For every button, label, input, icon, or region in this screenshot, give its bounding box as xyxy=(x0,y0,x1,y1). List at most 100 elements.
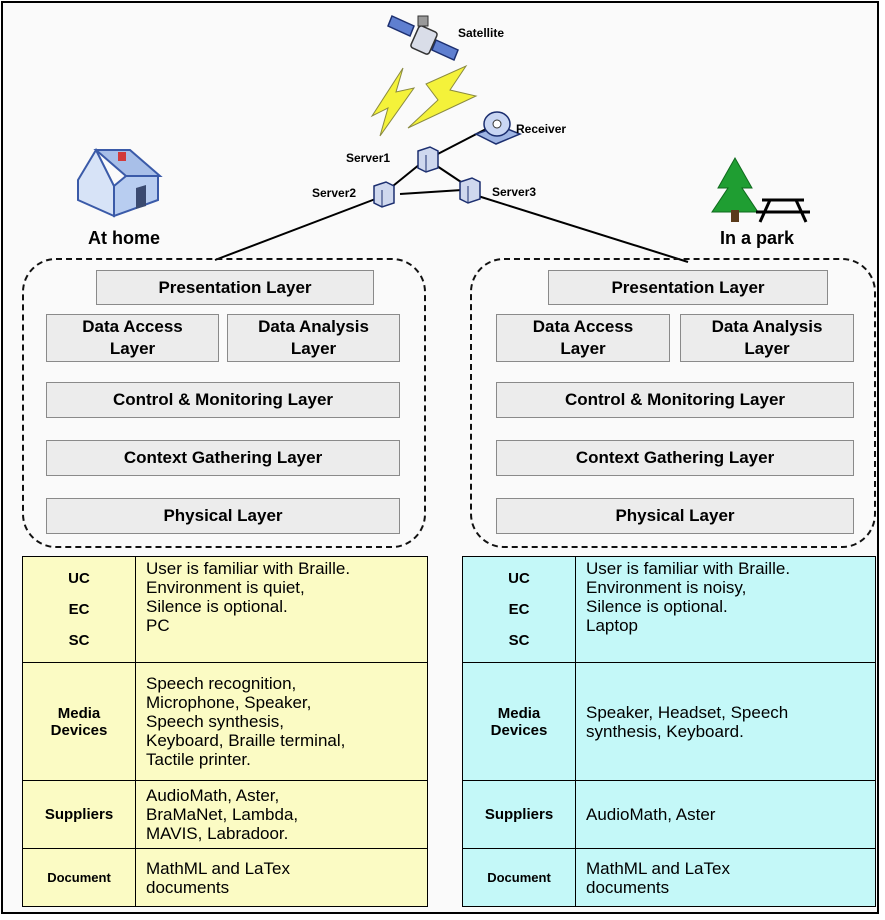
home-media-line: Tactile printer. xyxy=(146,750,251,769)
home-suppliers-values: AudioMath, Aster, BraMaNet, Lambda, MAVI… xyxy=(135,780,428,849)
park-document-values: MathML and LaTex documents xyxy=(575,848,876,907)
park-document-line: MathML and LaTex xyxy=(586,858,730,878)
link-server2-server3 xyxy=(399,189,463,195)
tree-icon xyxy=(711,156,759,222)
home-key-uc: UC xyxy=(68,570,90,587)
home-key-ec: EC xyxy=(68,601,90,618)
park-media-values: Speaker, Headset, Speech synthesis, Keyb… xyxy=(575,662,876,781)
home-document-line: documents xyxy=(146,877,230,897)
park-key-uc: UC xyxy=(508,570,530,587)
park-media-key-line1: Media xyxy=(497,704,541,722)
park-media-row: Media Devices Speaker, Headset, Speech s… xyxy=(462,662,876,781)
park-suppliers-key: Suppliers xyxy=(462,780,576,849)
receiver-label: Receiver xyxy=(516,122,567,136)
home-media-values: Speech recognition, Microphone, Speaker,… xyxy=(135,662,428,781)
place-home-label: At home xyxy=(88,228,160,248)
park-document-key: Document xyxy=(462,848,576,907)
home-physical-layer: Physical Layer xyxy=(46,498,400,534)
park-suppliers-line: AudioMath, Aster xyxy=(586,805,716,824)
home-context-line: Silence is optional. xyxy=(146,597,288,616)
park-suppliers-values: AudioMath, Aster xyxy=(575,780,876,849)
home-context-row: UC EC SC User is familiar with Braille. … xyxy=(22,556,428,663)
server-icon xyxy=(417,146,439,173)
park-data-analysis-line1: Data Analysis xyxy=(711,317,823,336)
home-media-line: Speech recognition, xyxy=(146,674,297,693)
park-document-row: Document MathML and LaTex documents xyxy=(462,848,876,907)
home-document-key: Document xyxy=(22,848,136,907)
home-suppliers-line: MAVIS, Labradoor. xyxy=(146,824,289,843)
park-context-layer: Context Gathering Layer xyxy=(496,440,854,476)
satellite-icon xyxy=(387,14,459,62)
home-media-line: Speech synthesis, xyxy=(146,712,284,731)
park-presentation-layer: Presentation Layer xyxy=(548,270,828,305)
home-suppliers-key: Suppliers xyxy=(22,780,136,849)
picnic-table-icon xyxy=(756,198,810,223)
park-context-keys: UC EC SC xyxy=(462,556,576,663)
home-context-values: User is familiar with Braille. Environme… xyxy=(135,556,428,663)
home-media-line: Microphone, Speaker, xyxy=(146,693,312,712)
home-data-access-line1: Data Access xyxy=(82,317,183,336)
place-park-label: In a park xyxy=(720,228,795,248)
home-suppliers-row: Suppliers AudioMath, Aster, BraMaNet, La… xyxy=(22,780,428,849)
home-document-values: MathML and LaTex documents xyxy=(135,848,428,907)
home-context-keys: UC EC SC xyxy=(22,556,136,663)
server-icon xyxy=(459,177,481,204)
park-media-line: synthesis, Keyboard. xyxy=(586,721,744,741)
server2-label: Server2 xyxy=(312,186,357,200)
home-context-line: Environment is quiet, xyxy=(146,578,305,597)
park-data-access-layer: Data Access Layer xyxy=(496,314,670,362)
link-server3-park xyxy=(477,195,689,263)
park-media-line: Speaker, Headset, Speech xyxy=(586,702,789,722)
home-context-line: User is familiar with Braille. xyxy=(146,559,351,578)
home-key-sc: SC xyxy=(68,632,90,649)
park-media-key: Media Devices xyxy=(462,662,576,781)
home-data-analysis-line1: Data Analysis xyxy=(258,317,369,336)
park-key-ec: EC xyxy=(508,601,530,618)
park-physical-layer: Physical Layer xyxy=(496,498,854,534)
server1-label: Server1 xyxy=(346,151,391,165)
park-context-row: UC EC SC User is familiar with Braille. … xyxy=(462,556,876,663)
receiver-dish-icon xyxy=(474,111,522,145)
park-context-line: Laptop xyxy=(586,616,638,635)
home-context-table: UC EC SC User is familiar with Braille. … xyxy=(22,556,428,907)
home-document-line: MathML and LaTex xyxy=(146,858,290,878)
home-architecture-group xyxy=(22,258,426,548)
park-control-layer: Control & Monitoring Layer xyxy=(496,382,854,418)
home-media-key-line1: Media xyxy=(57,704,101,722)
home-control-layer: Control & Monitoring Layer xyxy=(46,382,400,418)
satellite-label: Satellite xyxy=(458,26,505,40)
park-architecture-group xyxy=(470,258,876,548)
park-context-table: UC EC SC User is familiar with Braille. … xyxy=(462,556,876,907)
house-icon xyxy=(77,147,163,218)
home-suppliers-line: AudioMath, Aster, xyxy=(146,786,280,805)
home-data-analysis-layer: Data Analysis Layer xyxy=(227,314,400,362)
home-media-key-line2: Devices xyxy=(50,721,108,739)
park-suppliers-row: Suppliers AudioMath, Aster xyxy=(462,780,876,849)
network-links xyxy=(214,127,689,263)
home-media-row: Media Devices Speech recognition, Microp… xyxy=(22,662,428,781)
home-media-line: Keyboard, Braille terminal, xyxy=(146,731,346,750)
park-data-analysis-layer: Data Analysis Layer xyxy=(680,314,854,362)
home-suppliers-line: BraMaNet, Lambda, xyxy=(146,805,299,824)
home-data-access-line2: Layer xyxy=(109,339,156,358)
park-context-line: Environment is noisy, xyxy=(586,578,747,597)
link-server2-home xyxy=(214,197,379,261)
park-media-key-line2: Devices xyxy=(490,721,548,739)
home-context-line: PC xyxy=(146,616,170,635)
home-document-row: Document MathML and LaTex documents xyxy=(22,848,428,907)
home-data-access-layer: Data Access Layer xyxy=(46,314,219,362)
park-data-access-line1: Data Access xyxy=(532,317,634,336)
server3-label: Server3 xyxy=(492,185,537,199)
park-document-line: documents xyxy=(586,877,670,897)
park-data-analysis-line2: Layer xyxy=(744,339,790,358)
park-context-line: User is familiar with Braille. xyxy=(586,559,791,578)
home-presentation-layer: Presentation Layer xyxy=(96,270,374,305)
park-context-values: User is familiar with Braille. Environme… xyxy=(575,556,876,663)
lightning-icon xyxy=(370,64,478,137)
park-data-access-line2: Layer xyxy=(560,339,606,358)
park-key-sc: SC xyxy=(508,632,530,649)
home-context-layer: Context Gathering Layer xyxy=(46,440,400,476)
server-icon xyxy=(373,181,395,208)
home-data-analysis-line2: Layer xyxy=(290,339,337,358)
